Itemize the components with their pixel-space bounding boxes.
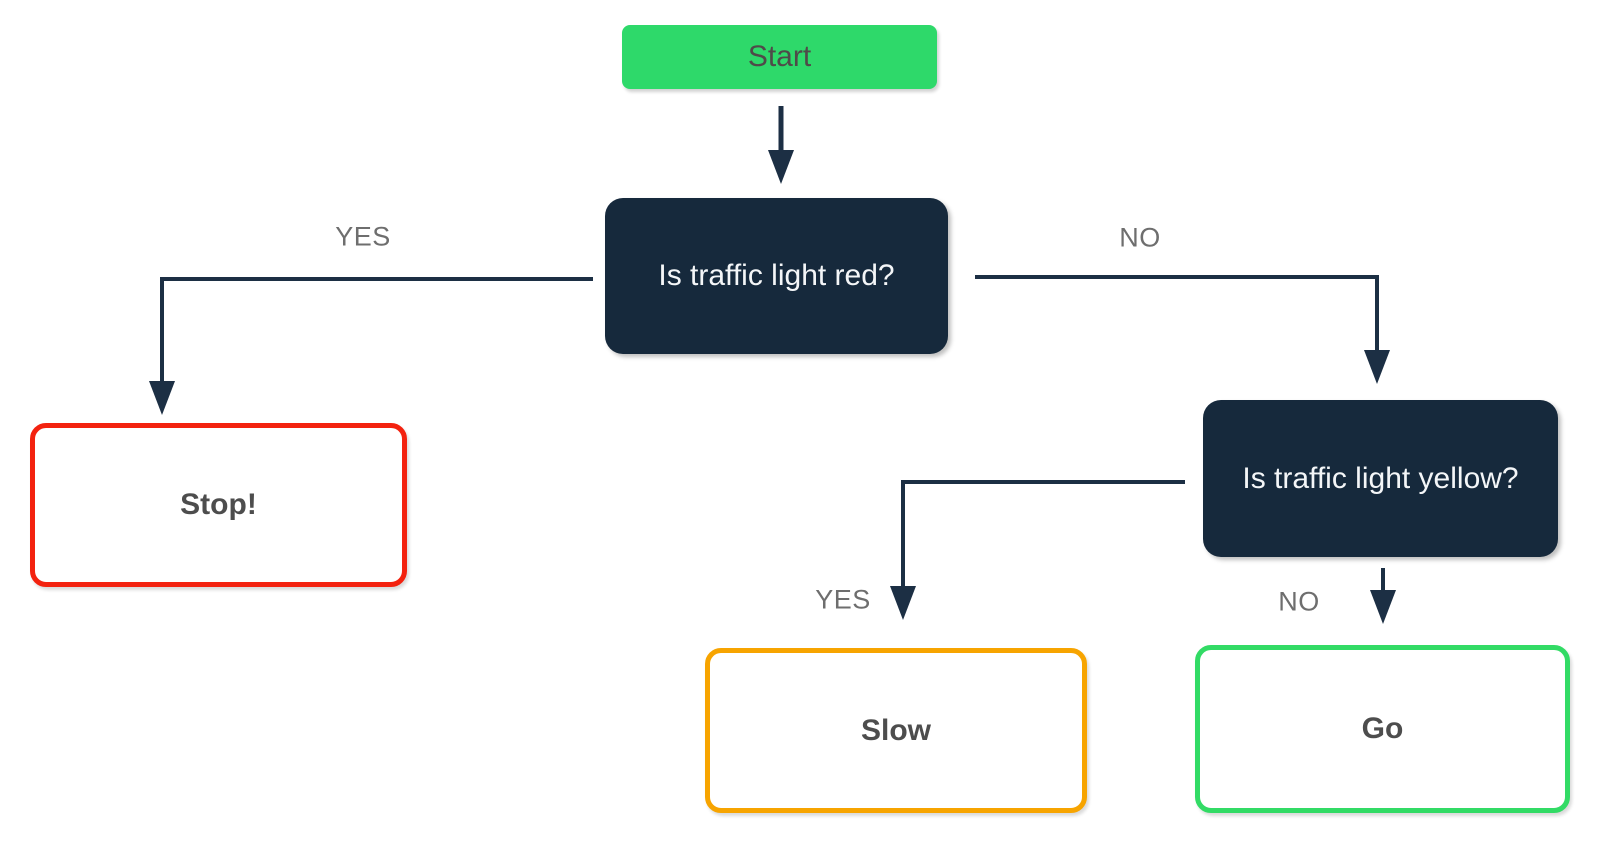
node-slow-label: Slow — [860, 713, 931, 747]
edge-start-to-red-arrowhead-icon — [768, 150, 794, 184]
edge-yellow-yes-line — [901, 480, 1185, 588]
edge-red-yes-line — [160, 277, 593, 383]
edge-red-no-line — [975, 275, 1379, 352]
node-stop-label: Stop! — [180, 488, 257, 521]
edge-yellow-yes-arrowhead-icon — [890, 586, 916, 620]
node-slow: Slow — [705, 648, 1087, 813]
edge-label-yellow-yes: YES — [815, 584, 871, 615]
node-question-yellow-label: Is traffic light yellow? — [1242, 461, 1519, 495]
edge-label-red-no: NO — [1119, 222, 1161, 253]
node-start-label: Start — [747, 40, 812, 73]
node-go: Go — [1195, 645, 1570, 813]
node-question-red: Is traffic light red? — [605, 198, 948, 354]
edge-label-yellow-no: NO — [1278, 586, 1320, 617]
edge-yellow-no-arrowhead-icon — [1370, 590, 1396, 624]
edge-red-no-arrowhead-icon — [1364, 350, 1390, 384]
edge-red-yes-arrowhead-icon — [149, 381, 175, 415]
node-start: Start — [622, 25, 937, 89]
node-stop: Stop! — [30, 423, 407, 587]
node-go-label: Go — [1361, 712, 1404, 745]
node-question-red-label: Is traffic light red? — [658, 259, 895, 292]
node-question-yellow: Is traffic light yellow? — [1203, 400, 1558, 557]
edge-label-red-yes: YES — [335, 221, 391, 252]
